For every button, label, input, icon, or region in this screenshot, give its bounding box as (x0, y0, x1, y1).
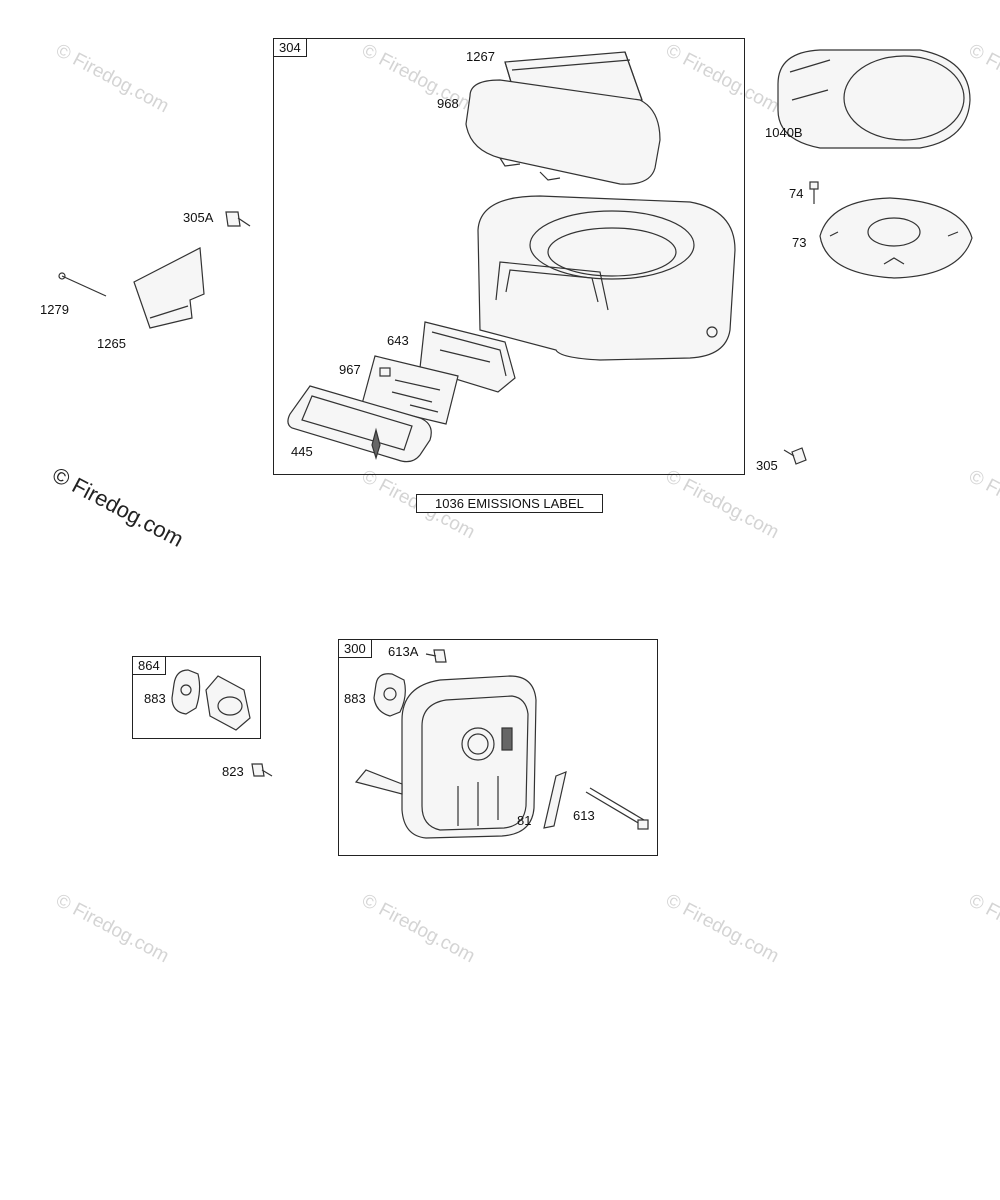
part-613-bolt (585, 787, 649, 830)
part-967-filter (361, 355, 459, 425)
part-73-cover (819, 197, 973, 279)
label-445: 445 (291, 444, 313, 459)
part-1279-rod (58, 272, 107, 297)
part-305-screw (783, 447, 807, 465)
label-1040b: 1040B (765, 125, 803, 140)
label-967: 967 (339, 362, 361, 377)
part-613a-screw (425, 649, 447, 663)
label-968: 968 (437, 96, 459, 111)
label-1279: 1279 (40, 302, 69, 317)
label-305: 305 (756, 458, 778, 473)
label-883-kit: 883 (144, 691, 166, 706)
part-air-cleaner-base (477, 195, 736, 361)
label-73: 73 (792, 235, 807, 250)
label-305a: 305A (183, 210, 214, 225)
part-968-cover (465, 79, 661, 185)
label-1267: 1267 (466, 49, 495, 64)
label-643: 643 (387, 333, 409, 348)
part-74-screw (809, 181, 819, 204)
emissions-label-box: 1036 EMISSIONS LABEL (416, 494, 603, 513)
part-445-pre-cleaner (287, 385, 432, 463)
part-864-intake-adapter (205, 675, 251, 731)
group-label-304: 304 (274, 39, 307, 57)
part-883-gasket-kit (171, 669, 201, 715)
muffler-assembly-box (338, 639, 658, 856)
label-1265: 1265 (97, 336, 126, 351)
part-1265-bracket (133, 247, 205, 329)
part-305a-screw (225, 211, 251, 227)
label-74: 74 (789, 186, 804, 201)
part-1040b-cover (777, 49, 971, 149)
label-883: 883 (344, 691, 366, 706)
label-613: 613 (573, 808, 595, 823)
part-823-screw (251, 763, 273, 777)
part-883-gasket (373, 673, 406, 717)
label-823: 823 (222, 764, 244, 779)
label-613a: 613A (388, 644, 419, 659)
part-muffler (354, 675, 537, 839)
air-cleaner-assembly-box (273, 38, 745, 475)
group-label-864: 864 (133, 657, 166, 675)
intake-gasket-kit-box (132, 656, 261, 739)
group-label-300: 300 (339, 640, 372, 658)
label-81: 81 (517, 813, 532, 828)
part-81-bracket (543, 771, 567, 829)
